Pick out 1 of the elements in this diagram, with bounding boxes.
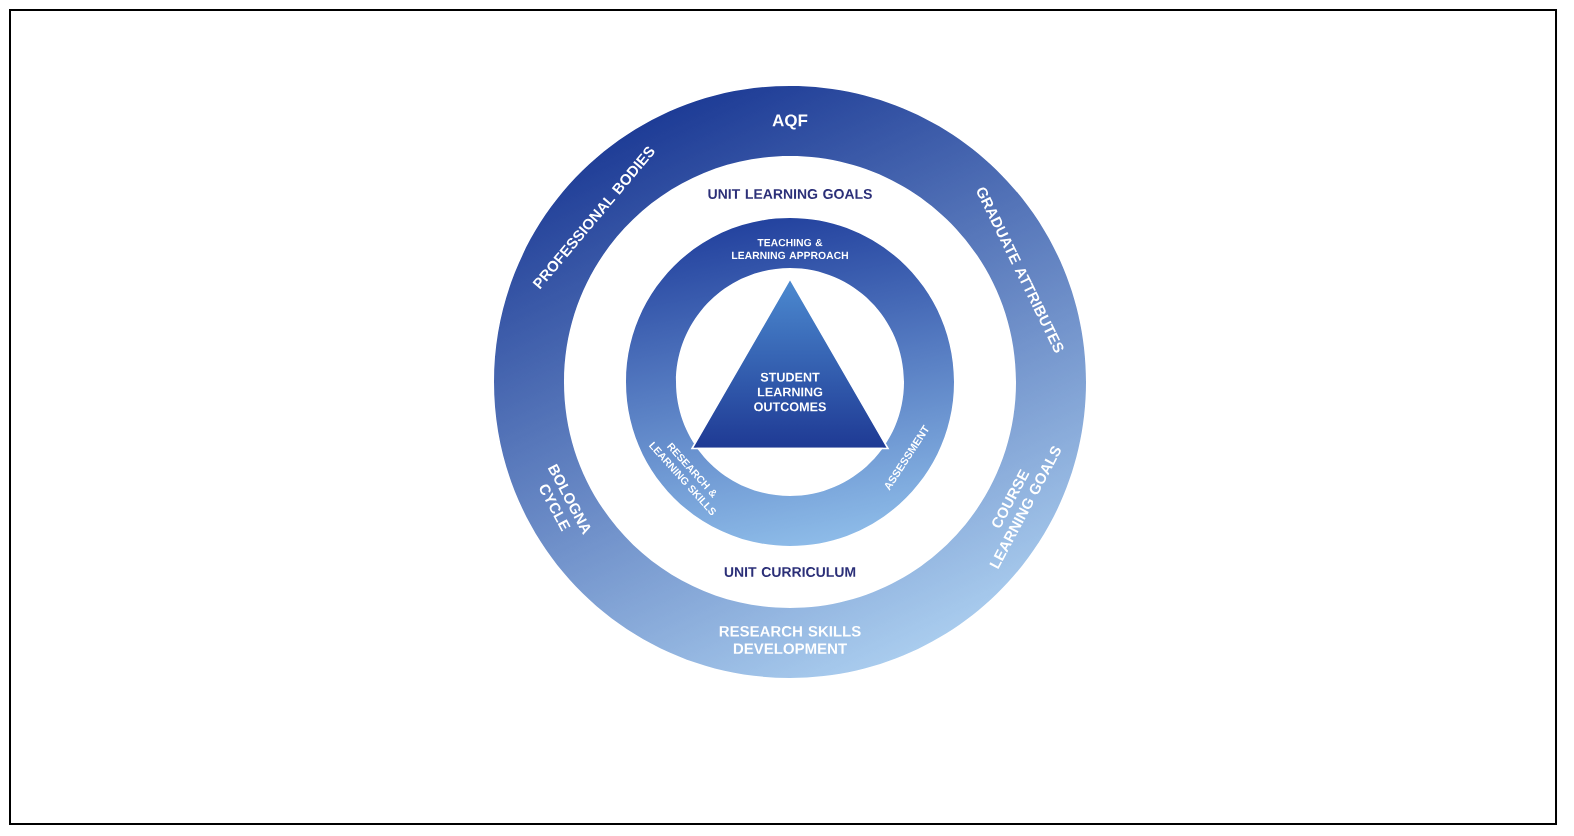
ring-label: AQF xyxy=(772,114,808,130)
